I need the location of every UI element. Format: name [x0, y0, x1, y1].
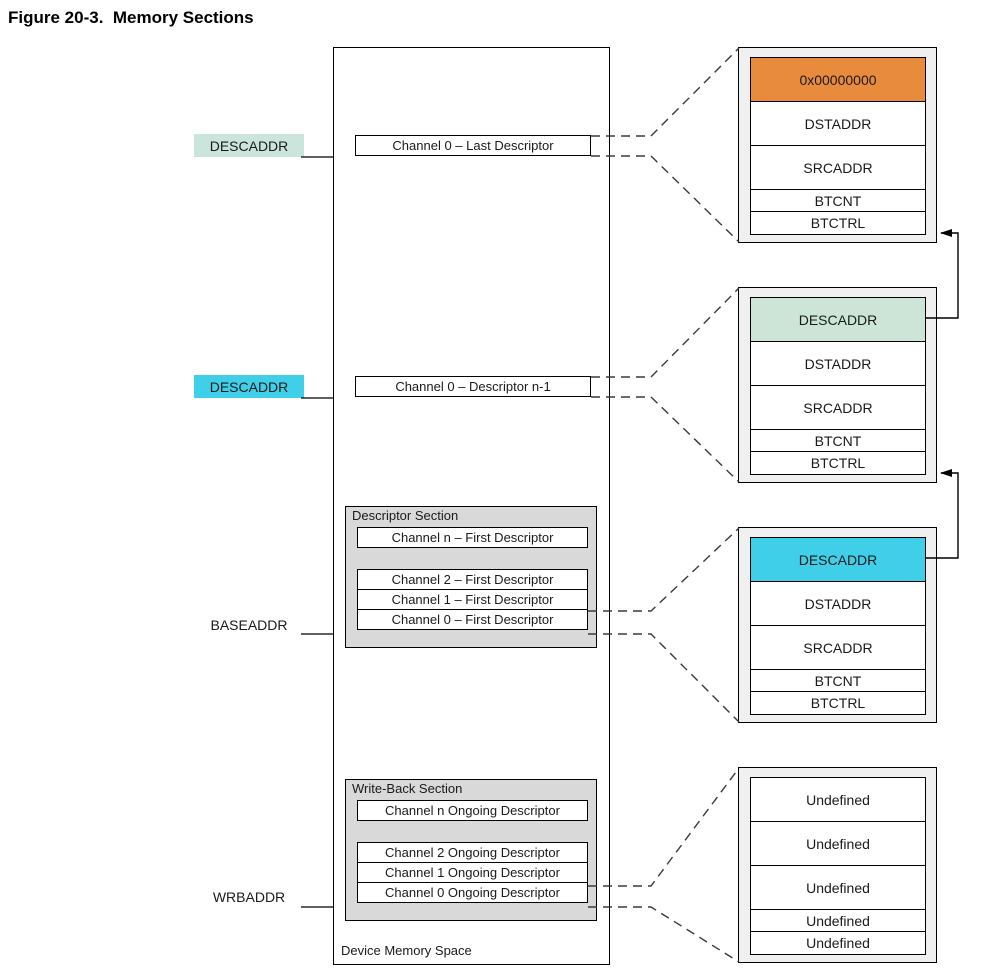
fan-last-bottom	[591, 155, 740, 243]
fan-wb-top	[588, 767, 740, 887]
block-row-descaddr: DESCADDR	[751, 538, 925, 582]
block-row-undefined: Undefined	[751, 822, 925, 866]
figure-title: Figure 20-3. Memory Sections	[8, 8, 254, 27]
block-row-next-address: 0x00000000	[751, 58, 925, 102]
writeback-row-channel-1: Channel 1 Ongoing Descriptor	[357, 862, 588, 883]
label-descaddr-n1: DESCADDR	[194, 375, 304, 398]
descriptor-row-channel-1: Channel 1 – First Descriptor	[357, 589, 588, 610]
block-row-btctrl: BTCTRL	[751, 452, 925, 474]
block-row-undefined: Undefined	[751, 778, 925, 822]
fan-last-top	[591, 47, 740, 137]
descriptor-block-n-1-inner: DESCADDR DSTADDR SRCADDR BTCNT BTCTRL	[750, 297, 926, 475]
block-row-dstaddr: DSTADDR	[751, 582, 925, 626]
descriptor-block-first: DESCADDR DSTADDR SRCADDR BTCNT BTCTRL	[738, 527, 937, 723]
writeback-row-channel-n: Channel n Ongoing Descriptor	[357, 800, 588, 821]
channel0-descriptor-n1-box: Channel 0 – Descriptor n-1	[355, 376, 591, 397]
label-wrbaddr: WRBADDR	[212, 889, 286, 905]
block-row-srcaddr: SRCADDR	[751, 146, 925, 190]
descriptor-section-title: Descriptor Section	[352, 508, 459, 523]
block-row-btcnt: BTCNT	[751, 190, 925, 212]
descriptor-block-last: 0x00000000 DSTADDR SRCADDR BTCNT BTCTRL	[738, 47, 937, 243]
block-row-undefined: Undefined	[751, 910, 925, 932]
fan-n1-bottom	[591, 396, 740, 483]
block-row-dstaddr: DSTADDR	[751, 342, 925, 386]
fan-wb-bottom	[588, 906, 740, 963]
device-memory-space-label: Device Memory Space	[341, 943, 472, 958]
dashed-expansion-fans	[588, 47, 740, 963]
descriptor-block-first-inner: DESCADDR DSTADDR SRCADDR BTCNT BTCTRL	[750, 537, 926, 715]
block-row-srcaddr: SRCADDR	[751, 626, 925, 670]
register-pointer-lines	[301, 156, 334, 908]
block-row-descaddr: DESCADDR	[751, 298, 925, 342]
descriptor-row-channel-0: Channel 0 – First Descriptor	[357, 609, 588, 630]
writeback-row-channel-2: Channel 2 Ongoing Descriptor	[357, 842, 588, 863]
block-row-undefined: Undefined	[751, 932, 925, 954]
descriptor-block-last-inner: 0x00000000 DSTADDR SRCADDR BTCNT BTCTRL	[750, 57, 926, 235]
block-row-srcaddr: SRCADDR	[751, 386, 925, 430]
block-row-dstaddr: DSTADDR	[751, 102, 925, 146]
fan-n1-top	[591, 287, 740, 378]
write-back-section-title: Write-Back Section	[352, 781, 463, 796]
descriptor-block-write-back-inner: Undefined Undefined Undefined Undefined …	[750, 777, 926, 955]
block-row-undefined: Undefined	[751, 866, 925, 910]
fan-first-bottom	[588, 633, 740, 723]
block-row-btcnt: BTCNT	[751, 430, 925, 452]
fan-first-top	[588, 527, 740, 612]
writeback-row-channel-0: Channel 0 Ongoing Descriptor	[357, 882, 588, 903]
block-row-btcnt: BTCNT	[751, 670, 925, 692]
descriptor-row-channel-n: Channel n – First Descriptor	[357, 527, 588, 548]
label-baseaddr: BASEADDR	[210, 617, 288, 633]
descriptor-block-n-1: DESCADDR DSTADDR SRCADDR BTCNT BTCTRL	[738, 287, 937, 483]
label-descaddr-last: DESCADDR	[194, 134, 304, 157]
descriptor-row-channel-2: Channel 2 – First Descriptor	[357, 569, 588, 590]
block-row-btctrl: BTCTRL	[751, 212, 925, 234]
descriptor-block-write-back: Undefined Undefined Undefined Undefined …	[738, 767, 937, 963]
channel0-last-descriptor-box: Channel 0 – Last Descriptor	[355, 135, 591, 156]
block-row-btctrl: BTCTRL	[751, 692, 925, 714]
